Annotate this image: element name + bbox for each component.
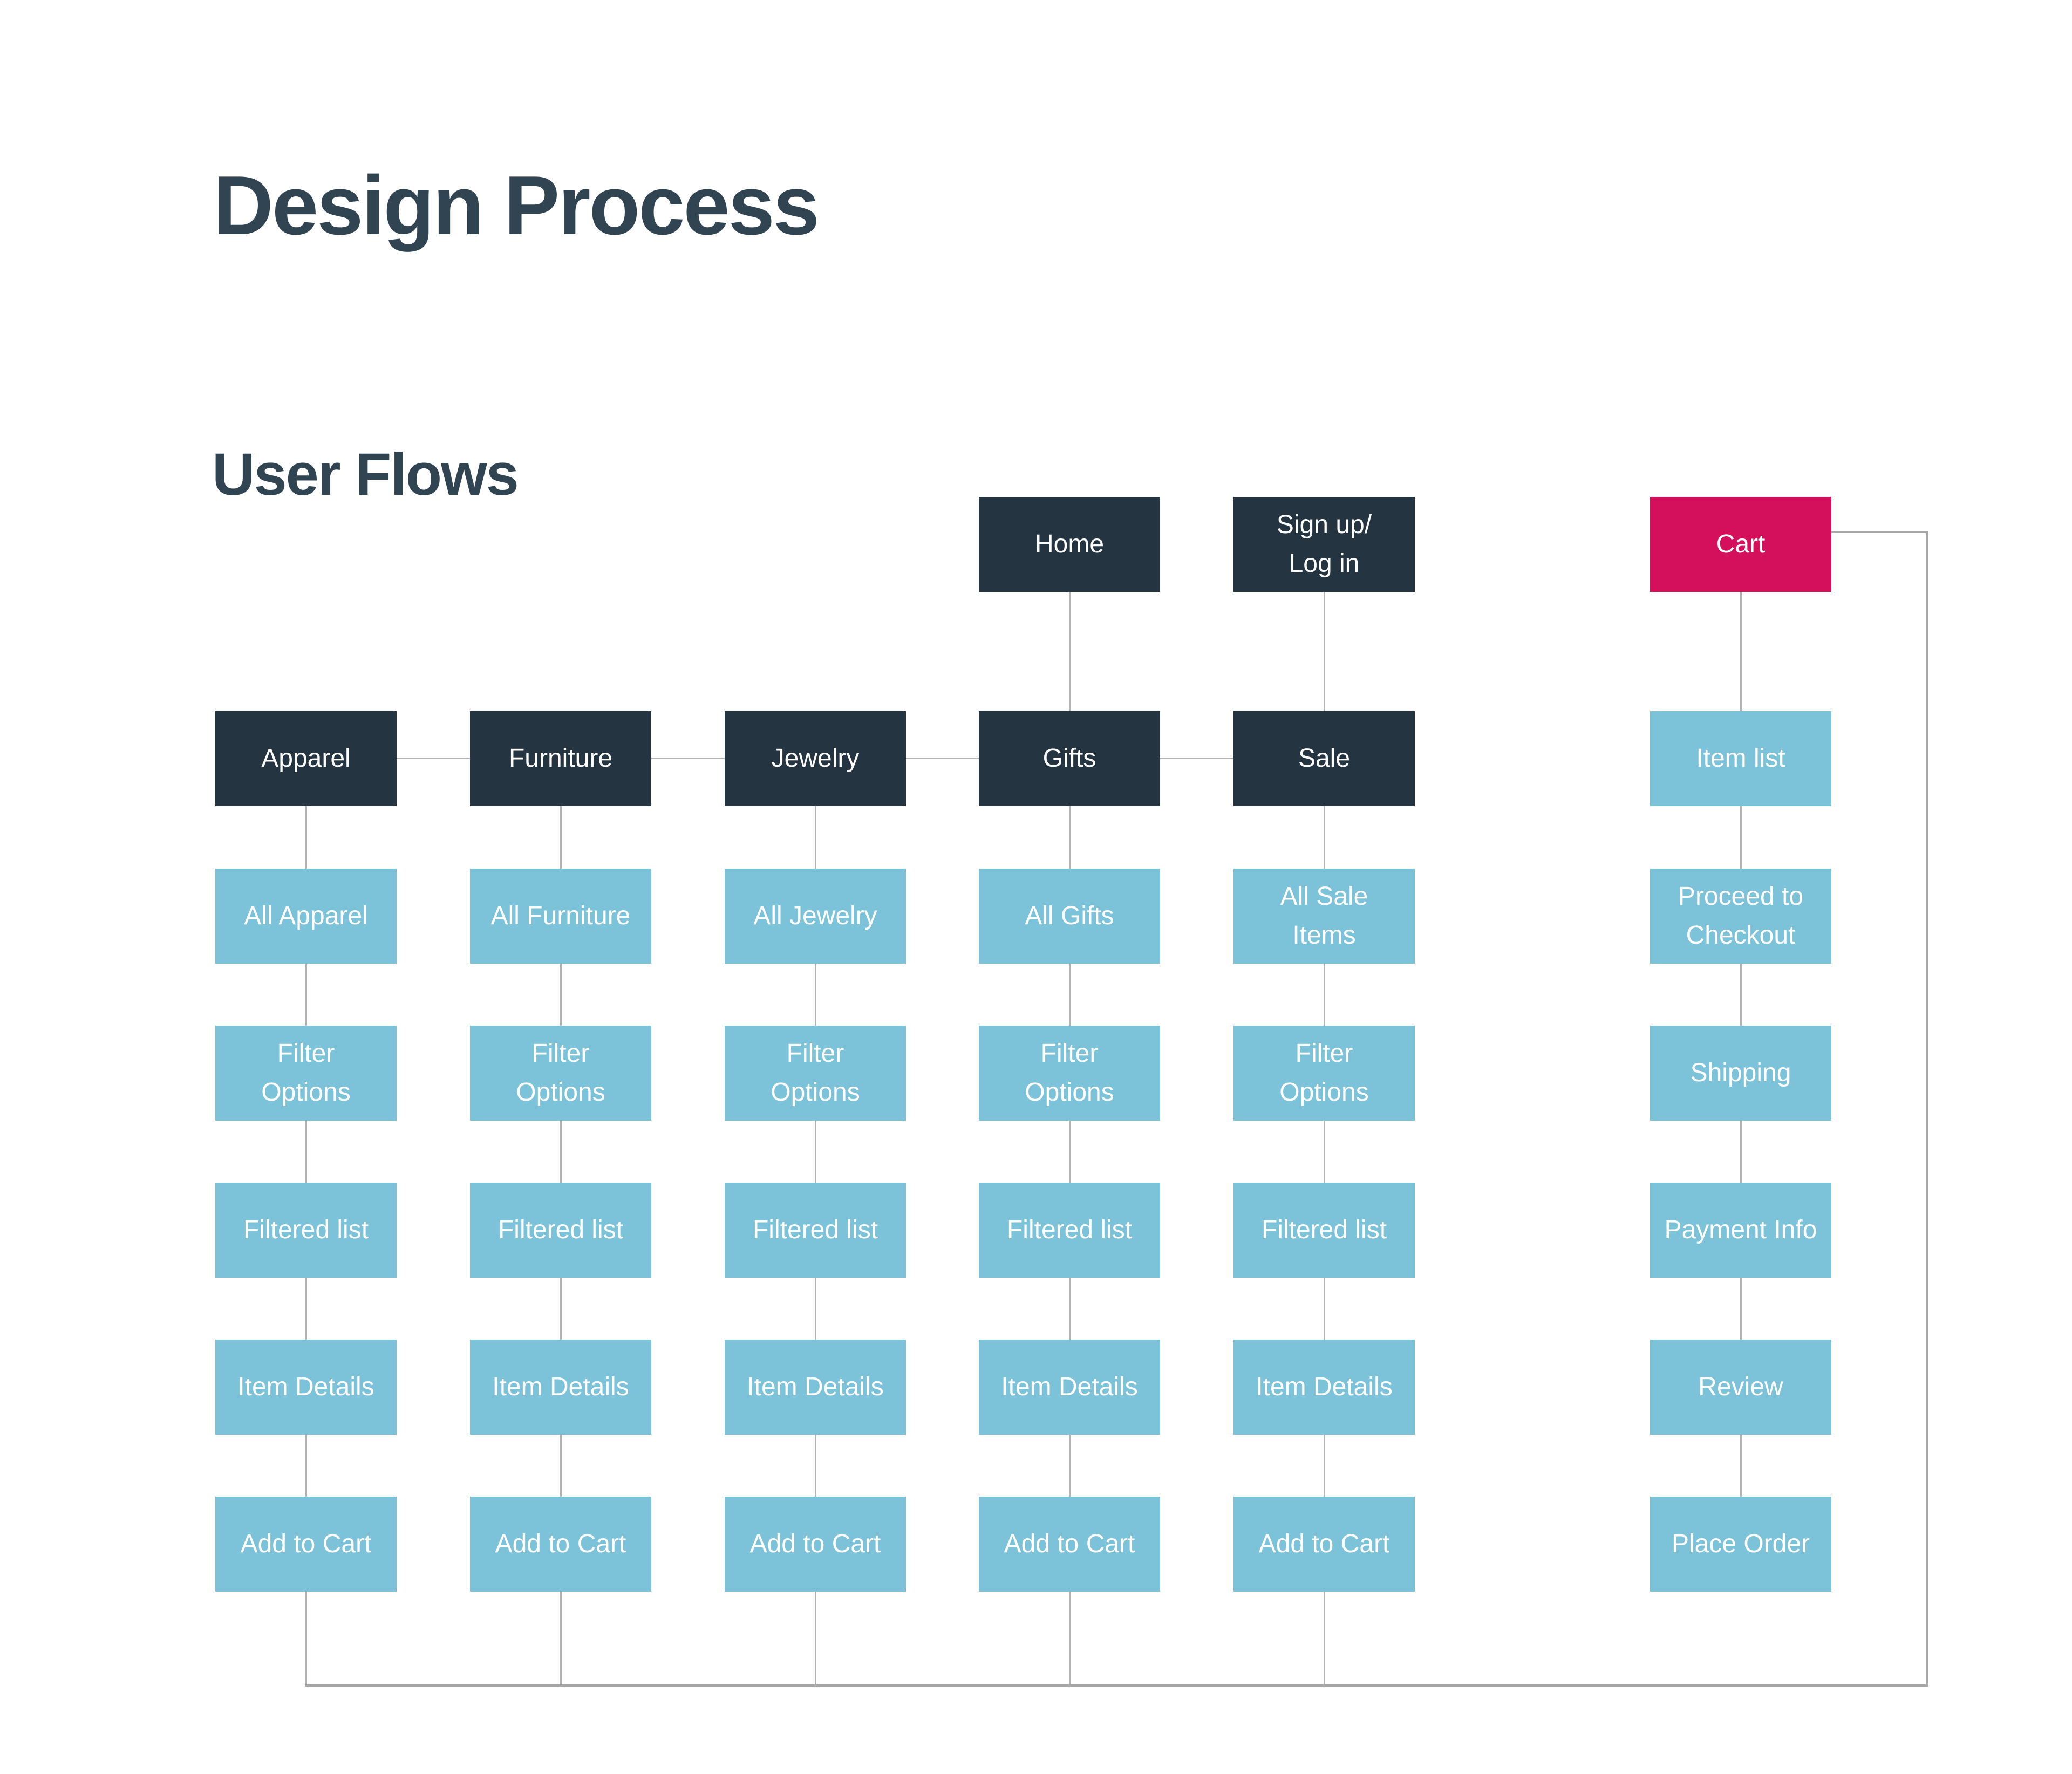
flow-node-label: Filter Options [261, 1039, 351, 1107]
flow-node-jewelry: Jewelry [725, 711, 906, 806]
flow-step-jewelry-item-details: Item Details [725, 1340, 906, 1435]
page-title: Design Process [213, 159, 820, 252]
flow-node-label: Filtered list [1006, 1216, 1133, 1244]
flow-node-sale: Sale [1233, 711, 1415, 806]
flow-node-label: Payment Info [1664, 1216, 1817, 1244]
flow-node-label: Proceed to Checkout [1678, 882, 1804, 950]
flow-node-label: Jewelry [771, 744, 860, 773]
flow-node-signup-login: Sign up/ Log in [1233, 497, 1415, 592]
flow-step-sale-add-to-cart: Add to Cart [1233, 1497, 1415, 1592]
flow-node-label: Filter Options [516, 1039, 605, 1107]
line-loop-cart-start [1831, 531, 1928, 533]
flow-step-proceed-to-checkout: Proceed to Checkout [1650, 869, 1831, 964]
line-signup-to-sale [1324, 592, 1325, 712]
flow-node-gifts: Gifts [979, 711, 1160, 806]
flow-node-label: Apparel [261, 744, 351, 773]
flow-step-apparel-item-details: Item Details [215, 1340, 397, 1435]
flow-step-gifts-filtered-list: Filtered list [979, 1183, 1160, 1278]
flow-node-label: Filtered list [752, 1216, 878, 1244]
flow-node-furniture: Furniture [470, 711, 651, 806]
flow-node-label: Add to Cart [240, 1530, 372, 1558]
flow-step-all-gifts: All Gifts [979, 869, 1160, 964]
line-cart-to-itemlist [1740, 592, 1742, 712]
flow-step-furniture-filtered-list: Filtered list [470, 1183, 651, 1278]
flow-node-item-list: Item list [1650, 711, 1831, 806]
flow-node-label: Item Details [1001, 1373, 1138, 1401]
flow-node-label: Item Details [237, 1373, 374, 1401]
flow-step-jewelry-filter-options: Filter Options [725, 1026, 906, 1121]
flow-step-gifts-add-to-cart: Add to Cart [979, 1497, 1160, 1592]
flow-node-label: Home [1034, 530, 1105, 558]
flow-step-all-sale-items: All Sale Items [1233, 869, 1415, 964]
flow-node-label: Gifts [1042, 744, 1096, 773]
flow-step-sale-filtered-list: Filtered list [1233, 1183, 1415, 1278]
flow-node-label: Add to Cart [1258, 1530, 1390, 1558]
flow-node-label: All Sale Items [1280, 882, 1368, 950]
flow-step-gifts-filter-options: Filter Options [979, 1026, 1160, 1121]
flow-step-all-jewelry: All Jewelry [725, 869, 906, 964]
flow-step-sale-item-details: Item Details [1233, 1340, 1415, 1435]
flow-node-label: Item Details [492, 1373, 629, 1401]
section-title: User Flows [212, 441, 519, 508]
flow-step-furniture-item-details: Item Details [470, 1340, 651, 1435]
flow-step-apparel-add-to-cart: Add to Cart [215, 1497, 397, 1592]
line-loop-bottom [305, 1684, 1928, 1687]
flow-step-all-apparel: All Apparel [215, 869, 397, 964]
flow-node-label: Filtered list [243, 1216, 369, 1244]
flow-step-shipping: Shipping [1650, 1026, 1831, 1121]
flow-node-label: Add to Cart [495, 1530, 626, 1558]
flow-node-label: Place Order [1671, 1530, 1810, 1558]
flow-node-label: Item Details [1256, 1373, 1393, 1401]
flow-node-label: Shipping [1690, 1059, 1791, 1087]
flow-node-cart: Cart [1650, 497, 1831, 592]
line-loop-right [1926, 531, 1928, 1687]
flow-step-place-order: Place Order [1650, 1497, 1831, 1592]
flow-node-label: All Apparel [244, 902, 368, 930]
flow-step-apparel-filter-options: Filter Options [215, 1026, 397, 1121]
flow-step-jewelry-filtered-list: Filtered list [725, 1183, 906, 1278]
flow-node-label: Filtered list [1261, 1216, 1387, 1244]
flow-node-label: All Jewelry [753, 902, 877, 930]
flow-node-label: Furniture [508, 744, 613, 773]
flow-node-label: Add to Cart [749, 1530, 881, 1558]
flow-node-label: Review [1698, 1373, 1783, 1401]
flow-node-label: Item Details [747, 1373, 884, 1401]
flow-node-label: Filter Options [1279, 1039, 1369, 1107]
flow-node-label: Filtered list [497, 1216, 624, 1244]
flow-node-label: All Gifts [1025, 902, 1114, 930]
flow-step-apparel-filtered-list: Filtered list [215, 1183, 397, 1278]
flow-step-jewelry-add-to-cart: Add to Cart [725, 1497, 906, 1592]
flow-step-furniture-filter-options: Filter Options [470, 1026, 651, 1121]
flow-node-apparel: Apparel [215, 711, 397, 806]
flow-node-home: Home [979, 497, 1160, 592]
flow-step-all-furniture: All Furniture [470, 869, 651, 964]
flow-step-review: Review [1650, 1340, 1831, 1435]
flow-node-label: All Furniture [490, 902, 631, 930]
flow-step-furniture-add-to-cart: Add to Cart [470, 1497, 651, 1592]
flow-node-label: Cart [1716, 530, 1766, 558]
flow-node-label: Filter Options [1025, 1039, 1114, 1107]
flow-node-label: Item list [1696, 744, 1785, 773]
flow-node-label: Filter Options [771, 1039, 860, 1107]
flow-step-payment-info: Payment Info [1650, 1183, 1831, 1278]
flow-node-label: Sale [1298, 744, 1351, 773]
flow-node-label: Sign up/ Log in [1276, 510, 1372, 578]
line-home-to-gifts [1069, 592, 1071, 712]
flow-node-label: Add to Cart [1004, 1530, 1135, 1558]
flow-step-sale-filter-options: Filter Options [1233, 1026, 1415, 1121]
flow-step-gifts-item-details: Item Details [979, 1340, 1160, 1435]
